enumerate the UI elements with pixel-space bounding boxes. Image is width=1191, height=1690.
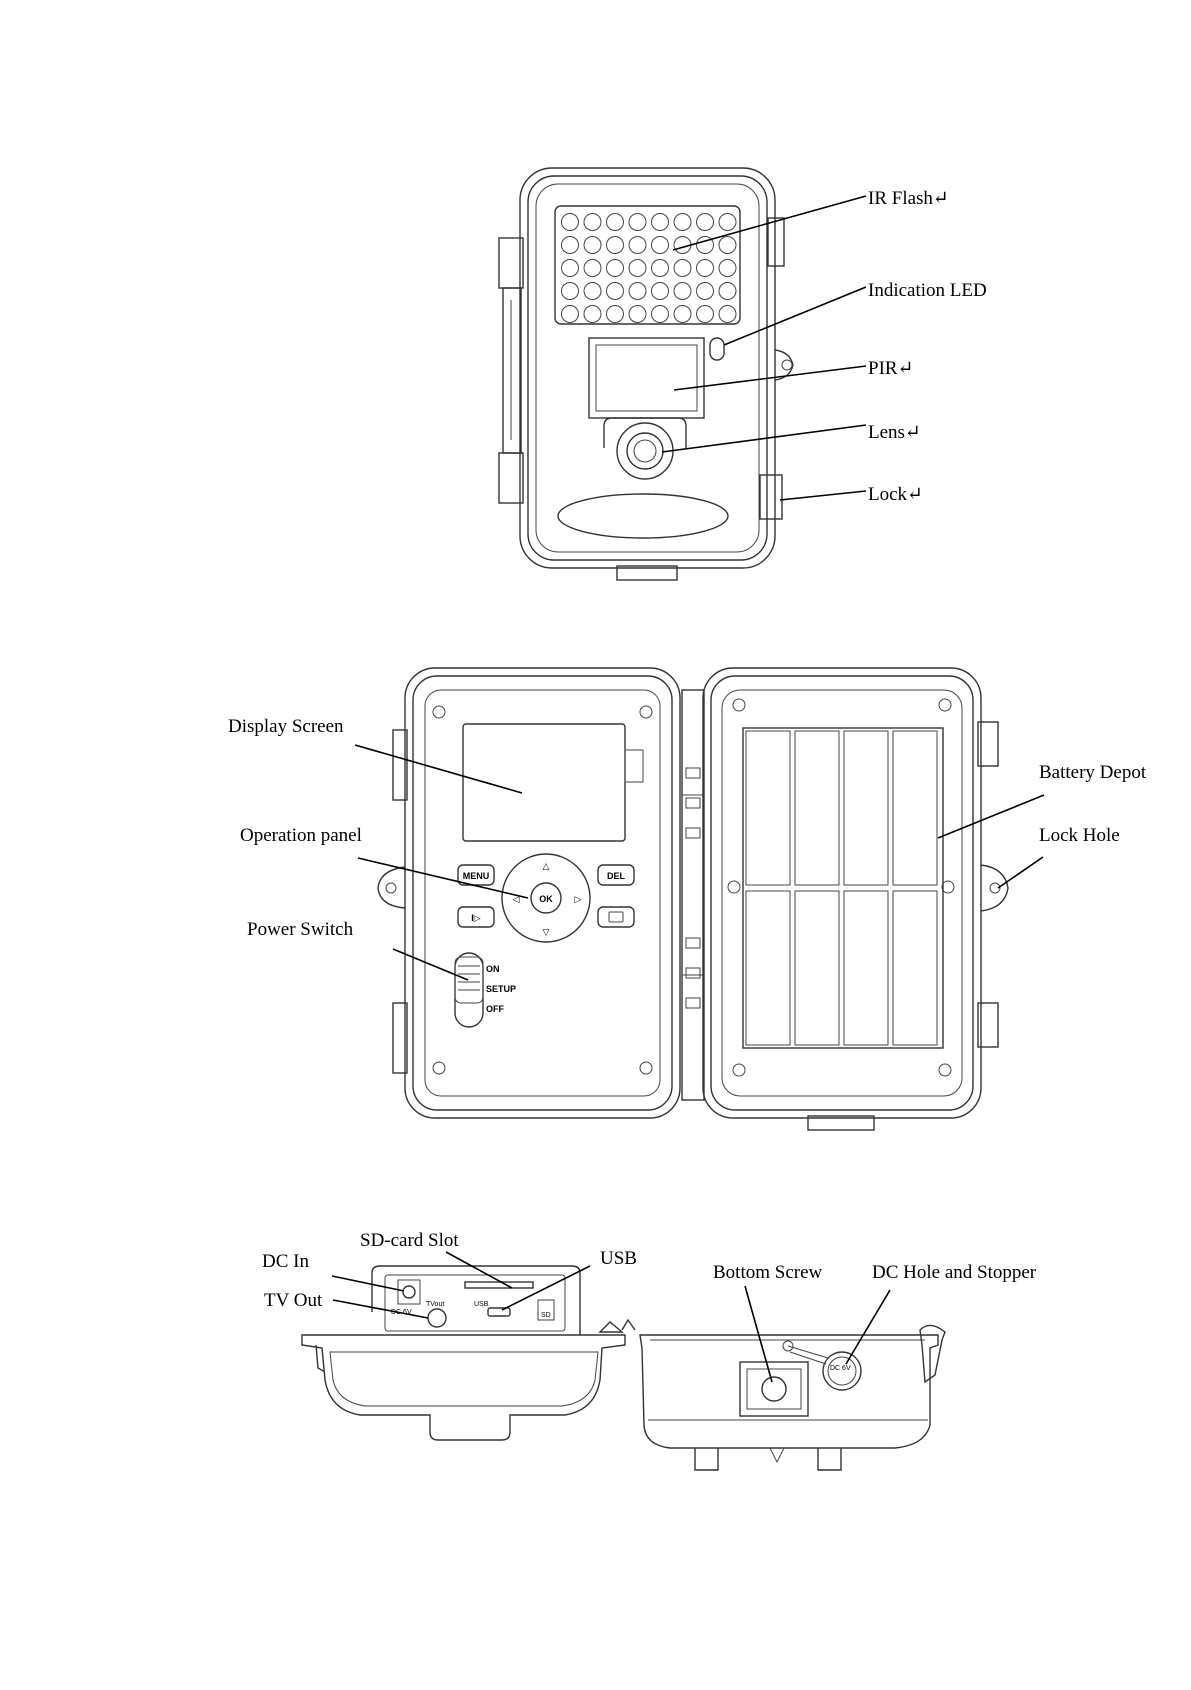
switch-setup-label: SETUP: [486, 984, 516, 994]
ir-led: [719, 237, 736, 254]
label-display-screen: Display Screen: [228, 716, 344, 737]
ir-led: [607, 214, 624, 231]
ir-led: [584, 214, 601, 231]
ir-flash-led-grid: [562, 214, 737, 323]
ir-led: [629, 283, 646, 300]
tv-out-port: TVout DC 6V: [391, 1301, 446, 1327]
label-indication-led: Indication LED: [868, 280, 987, 301]
battery-depot: [743, 728, 943, 1048]
ir-led: [674, 214, 691, 231]
label-ir-flash: IR Flash↵: [868, 188, 949, 209]
ir-led: [697, 306, 714, 323]
menu-button-label: MENU: [463, 871, 490, 881]
ir-led: [629, 306, 646, 323]
ir-led: [607, 260, 624, 277]
open-view: MENU I▷ OK △ ▽ ◁ ▷ DEL ON SETUP OFF: [228, 668, 1147, 1130]
hinge-strip: [682, 690, 704, 1100]
ir-led: [584, 237, 601, 254]
right-arrow-icon[interactable]: ▷: [575, 894, 582, 904]
camera-icon: [609, 912, 623, 922]
dc-6v-bottom-mark: DC 6V: [830, 1365, 851, 1372]
label-tv-out: TV Out: [264, 1290, 323, 1311]
ir-flash: [555, 206, 740, 324]
front-view: IR Flash↵ Indication LED PIR↵ Lens↵ Lock…: [499, 168, 987, 580]
play-icon: I▷: [471, 913, 481, 923]
label-bottom-screw: Bottom Screw: [713, 1262, 823, 1283]
bottom-right-housing: [600, 1322, 945, 1470]
usb-mark: USB: [474, 1301, 489, 1308]
ir-led: [652, 306, 669, 323]
ir-led: [719, 214, 736, 231]
label-lock-hole: Lock Hole: [1039, 825, 1120, 846]
label-pir: PIR↵: [868, 358, 914, 379]
ir-led: [629, 237, 646, 254]
label-battery-depot: Battery Depot: [1039, 762, 1147, 783]
ir-led: [607, 283, 624, 300]
camera-lens: [604, 418, 686, 479]
ir-led: [629, 260, 646, 277]
shot-button[interactable]: [598, 907, 634, 927]
up-arrow-icon[interactable]: △: [543, 861, 550, 871]
ir-led: [719, 306, 736, 323]
ir-led: [697, 283, 714, 300]
ir-led: [697, 214, 714, 231]
label-dc-in: DC In: [262, 1251, 309, 1272]
ir-led: [607, 306, 624, 323]
switch-on-label: ON: [486, 964, 500, 974]
display-screen: [463, 724, 643, 841]
ir-led: [629, 214, 646, 231]
bottom-screw: [740, 1362, 808, 1416]
ir-led: [584, 283, 601, 300]
ir-led: [584, 260, 601, 277]
switch-off-label: OFF: [486, 1004, 504, 1014]
ir-led: [652, 260, 669, 277]
left-door: [378, 668, 680, 1118]
label-lens: Lens↵: [868, 422, 921, 443]
label-usb: USB: [600, 1248, 637, 1269]
ir-led: [562, 306, 579, 323]
sd-mark: SD: [541, 1312, 551, 1319]
dc-in-port: [398, 1280, 420, 1304]
ok-button-label: OK: [539, 894, 553, 904]
right-housing: [703, 668, 1008, 1130]
ir-led: [562, 260, 579, 277]
bottom-oval: [558, 494, 728, 538]
ir-led: [719, 283, 736, 300]
front-leader-lines: [662, 196, 866, 500]
bottom-view: TVout DC 6V SD USB: [262, 1230, 1037, 1470]
pir-sensor: [589, 338, 704, 418]
ir-led: [697, 260, 714, 277]
label-sd-card-slot: SD-card Slot: [360, 1230, 459, 1251]
ir-led: [607, 237, 624, 254]
ir-led: [584, 306, 601, 323]
ir-led: [652, 237, 669, 254]
ir-led: [674, 283, 691, 300]
power-switch[interactable]: ON SETUP OFF: [455, 953, 516, 1027]
bottom-left-housing: [302, 1266, 635, 1440]
label-operation-panel: Operation panel: [240, 825, 362, 846]
dc-hole-stopper: DC 6V: [783, 1341, 861, 1390]
ir-led: [562, 237, 579, 254]
label-power-switch: Power Switch: [247, 919, 354, 940]
ir-led: [652, 283, 669, 300]
del-button-label: DEL: [607, 871, 626, 881]
tv-out-mark: TVout: [426, 1301, 444, 1308]
indication-led: [710, 338, 724, 360]
down-arrow-icon[interactable]: ▽: [543, 927, 550, 937]
operation-panel: MENU I▷ OK △ ▽ ◁ ▷ DEL: [458, 854, 634, 942]
label-lock: Lock↵: [868, 484, 923, 505]
ir-led: [652, 214, 669, 231]
lock-latch-right: [760, 218, 793, 519]
ir-led: [562, 214, 579, 231]
ir-led: [674, 260, 691, 277]
label-dc-hole-stopper: DC Hole and Stopper: [872, 1262, 1037, 1283]
ir-led: [562, 283, 579, 300]
ir-led: [674, 306, 691, 323]
ir-led: [719, 260, 736, 277]
